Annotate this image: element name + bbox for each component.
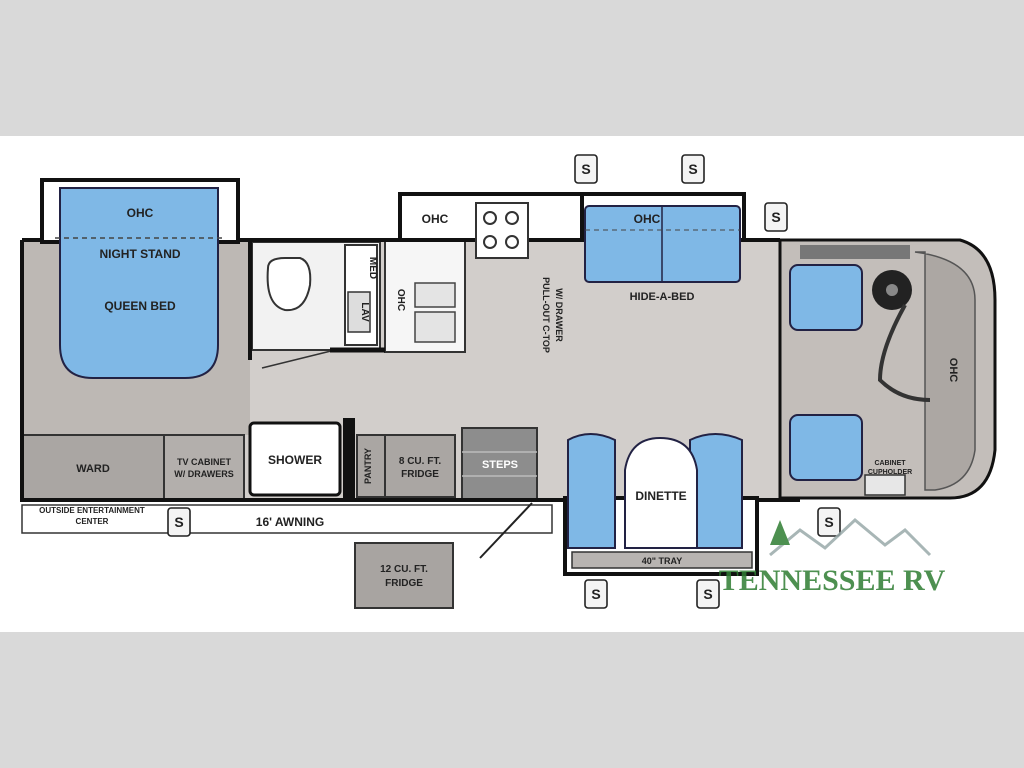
- slide-marker: S: [584, 579, 608, 609]
- bedroom-ohc-label: OHC: [127, 206, 154, 220]
- fridge-12: [354, 542, 454, 609]
- dinette-table: [624, 436, 698, 549]
- dinette-bench-left: [567, 433, 616, 549]
- dinette-bench-right: [689, 433, 743, 549]
- awning-pole: [479, 502, 533, 559]
- svg-text:S: S: [591, 586, 600, 602]
- svg-text:S: S: [824, 514, 833, 530]
- svg-text:S: S: [703, 586, 712, 602]
- steps-label: STEPS: [482, 459, 518, 471]
- outside-entertainment-label-2: CENTER: [76, 517, 109, 526]
- cab-cabinet-label-1: CABINET: [874, 460, 906, 467]
- svg-text:S: S: [688, 161, 697, 177]
- pull-out-drawer-label: W/ DRAWER: [554, 288, 564, 342]
- passenger-seat: [789, 414, 863, 481]
- slide-marker: S: [681, 154, 705, 184]
- cab-top-bar: [800, 245, 910, 259]
- logo-text: TENNESSEE RV: [719, 564, 946, 597]
- burner-icon: [483, 235, 497, 249]
- sink-right-icon: [414, 311, 456, 343]
- pantry: [356, 434, 386, 498]
- fridge-12-label-1: 12 CU. FT.: [380, 564, 428, 575]
- wardrobe-label: WARD: [76, 463, 110, 475]
- burner-icon: [483, 211, 497, 225]
- tv-cabinet: [163, 434, 245, 500]
- pull-out-top-label: PULL-OUT C-TOP: [541, 277, 551, 353]
- dash-line: [877, 304, 931, 402]
- lav-sink-icon: [347, 291, 371, 333]
- awning-strip: [21, 504, 553, 534]
- tv-cabinet-label-1: TV CABINET: [177, 457, 232, 467]
- wardrobe: [21, 434, 165, 500]
- shower-wall: [343, 418, 355, 498]
- shower: [248, 421, 342, 497]
- tv-cabinet-label-2: W/ DRAWERS: [174, 469, 234, 479]
- cab-cabinet-label-2: CUPHOLDER: [868, 469, 912, 476]
- night-stand-label: NIGHT STAND: [99, 247, 180, 261]
- queen-bed-label: QUEEN BED: [104, 299, 176, 313]
- awning-label: 16' AWNING: [256, 515, 324, 529]
- fridge-8: [384, 434, 456, 498]
- lav-label: LAV: [359, 302, 370, 322]
- toilet-icon: [266, 257, 312, 312]
- svg-text:S: S: [581, 161, 590, 177]
- slide-marker: S: [817, 507, 841, 537]
- dinette-label: DINETTE: [635, 489, 686, 503]
- mountain-icon: [769, 518, 932, 557]
- med-label: MED: [367, 257, 378, 279]
- steering-hub-icon: [886, 284, 898, 296]
- galley-top-ohc-label: OHC: [422, 212, 449, 226]
- galley-side-ohc-label: OHC: [395, 289, 406, 311]
- driver-seat: [789, 264, 863, 331]
- tennessee-rv-logo: TENNESSEE RV: [719, 518, 946, 597]
- tree-icon: [770, 520, 790, 545]
- svg-text:S: S: [771, 209, 780, 225]
- svg-text:S: S: [174, 514, 183, 530]
- outside-entertainment-label-1: OUTSIDE ENTERTAINMENT: [39, 506, 145, 515]
- shower-label: SHOWER: [268, 453, 322, 467]
- hide-a-bed-label: HIDE-A-BED: [630, 291, 695, 303]
- tray-label: 40" TRAY: [642, 556, 682, 566]
- tray: [571, 551, 753, 569]
- slide-marker: S: [764, 202, 788, 232]
- cab-ohc: [914, 251, 976, 491]
- cab-ohc-label: OHC: [947, 358, 959, 383]
- fridge-8-label-2: FRIDGE: [401, 469, 439, 480]
- slide-marker: S: [574, 154, 598, 184]
- stove-icon: [475, 202, 529, 259]
- fridge-8-label-1: 8 CU. FT.: [399, 456, 441, 467]
- burner-icon: [505, 235, 519, 249]
- pantry-label: PANTRY: [363, 448, 373, 484]
- burner-icon: [505, 211, 519, 225]
- exterior-wall: [20, 238, 800, 502]
- cab-cabinet: [864, 474, 906, 496]
- slide-marker: S: [167, 507, 191, 537]
- sink-left-icon: [414, 282, 456, 308]
- fridge-12-label-2: FRIDGE: [385, 578, 423, 589]
- queen-bed: [59, 187, 219, 379]
- sofa-ohc-label: OHC: [634, 212, 661, 226]
- slide-marker: S: [696, 579, 720, 609]
- bath-door: [261, 349, 336, 369]
